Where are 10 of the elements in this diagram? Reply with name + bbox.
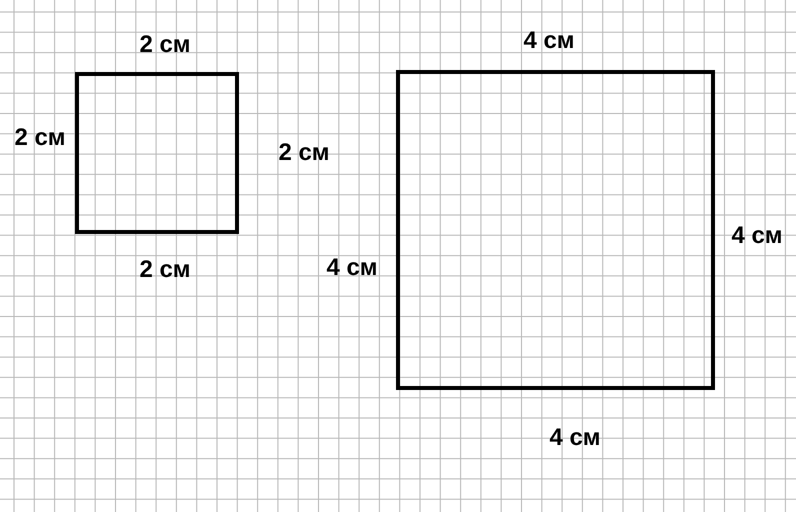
dimension-label: 4 см (549, 426, 601, 450)
dimension-label: 4 см (731, 224, 783, 248)
dimension-label: 4 см (523, 29, 575, 53)
square (75, 72, 239, 234)
dimension-label: 2 см (139, 33, 191, 57)
dimension-label: 2 см (278, 141, 330, 165)
dimension-label: 4 см (326, 256, 378, 280)
dimension-label: 2 см (139, 258, 191, 282)
square (396, 70, 715, 390)
dimension-label: 2 см (14, 126, 66, 150)
